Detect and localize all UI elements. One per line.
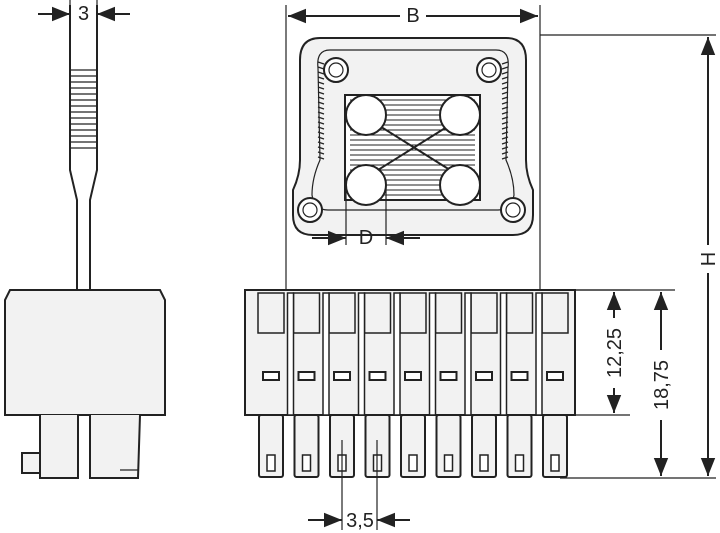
- dimension-12-25-label: 12,25: [604, 328, 626, 378]
- dimension-3-5: 3,5: [308, 440, 410, 532]
- dimension-d: D: [312, 185, 420, 249]
- dimension-3-5-label: 3,5: [346, 510, 374, 532]
- right-dimensions: H 12,25 18,75: [540, 34, 720, 479]
- side-latch: [21, 452, 41, 474]
- pole: [499, 292, 534, 478]
- dimension-b: B: [288, 4, 538, 27]
- flange-view: B D: [285, 4, 541, 290]
- side-view: 3: [4, 0, 166, 479]
- pole-array: [257, 292, 569, 478]
- center-contact-block: [344, 94, 481, 206]
- dimension-b-label: B: [406, 5, 419, 27]
- tool-grip-ribs: [70, 69, 97, 149]
- flange-serrations: [317, 61, 509, 160]
- pole: [428, 292, 463, 478]
- pole: [535, 292, 569, 478]
- operating-tool: [69, 5, 98, 356]
- mounting-holes: [297, 57, 526, 223]
- pole: [464, 292, 498, 478]
- side-housing: [4, 289, 166, 416]
- side-pin-right: [89, 414, 141, 479]
- dimension-d-label: D: [359, 227, 373, 249]
- dimension-3-label: 3: [78, 3, 89, 25]
- front-view: 3,5: [244, 289, 576, 532]
- dimension-3: 3: [38, 0, 130, 25]
- pole: [393, 292, 427, 478]
- pole: [257, 292, 285, 478]
- side-pin-left: [39, 415, 79, 479]
- dimension-18-75-label: 18,75: [651, 360, 673, 410]
- dimension-h-label: H: [698, 252, 720, 266]
- pole: [286, 292, 321, 478]
